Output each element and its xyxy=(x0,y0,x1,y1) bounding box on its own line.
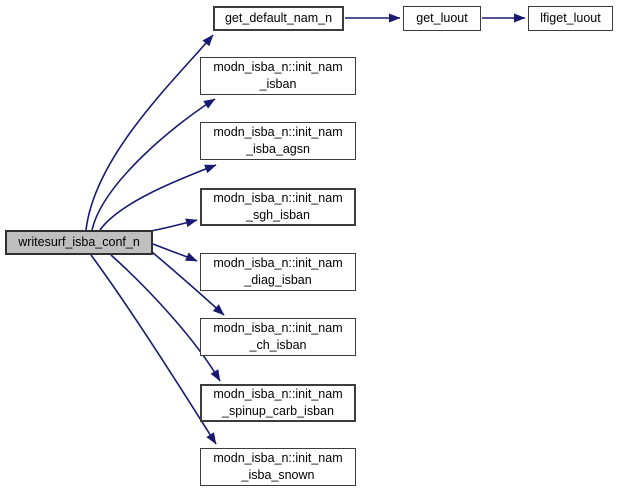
edge-root-to-get-default-nam-n xyxy=(85,34,214,231)
node-label-line1: modn_isba_n::init_nam xyxy=(213,321,343,335)
node-label-line2: _isba_agsn xyxy=(246,142,310,156)
node-label-line2: _spinup_carb_isban xyxy=(222,404,334,418)
node-label-line2: _diag_isban xyxy=(244,273,312,287)
node-init-nam-isba-snown[interactable]: modn_isba_n::init_nam _isba_snown xyxy=(200,448,356,486)
node-label-line2: _ch_isban xyxy=(249,338,307,352)
node-label: get_default_nam_n xyxy=(224,11,333,25)
node-init-nam-ch-isban[interactable]: modn_isba_n::init_nam _ch_isban xyxy=(200,318,356,356)
node-init-nam-isba-agsn[interactable]: modn_isba_n::init_nam _isba_agsn xyxy=(200,122,356,160)
edge-root-to-init-nam-diag-isban xyxy=(152,243,198,262)
node-get-luout[interactable]: get_luout xyxy=(403,6,481,31)
edge-root-to-init-nam-isban xyxy=(91,98,216,231)
node-label: lfiget_luout xyxy=(540,11,601,25)
node-init-nam-sgh-isban[interactable]: modn_isba_n::init_nam _sgh_isban xyxy=(200,188,356,226)
node-label-line1: modn_isba_n::init_nam xyxy=(213,256,343,270)
node-init-nam-diag-isban[interactable]: modn_isba_n::init_nam _diag_isban xyxy=(200,253,356,291)
node-label-line1: modn_isba_n::init_nam xyxy=(213,451,343,465)
edge-root-to-init-nam-spinup-carb-isban xyxy=(110,254,221,382)
edge-root-to-init-nam-isba-agsn xyxy=(99,164,217,231)
node-writesurf-isba-conf-n: writesurf_isba_conf_n xyxy=(5,230,153,255)
node-label: writesurf_isba_conf_n xyxy=(18,235,140,249)
node-label-line2: _sgh_isban xyxy=(246,208,310,222)
node-label-line1: modn_isba_n::init_nam xyxy=(213,60,343,74)
edge-root-to-init-nam-sgh-isban xyxy=(150,218,198,232)
node-label: get_luout xyxy=(416,11,468,25)
node-init-nam-isban[interactable]: modn_isba_n::init_nam _isban xyxy=(200,57,356,95)
node-label-line2: _isba_snown xyxy=(241,468,315,482)
node-label-line1: modn_isba_n::init_nam xyxy=(213,191,343,205)
node-label-line1: modn_isba_n::init_nam xyxy=(213,125,343,139)
edge-root-to-init-nam-ch-isban xyxy=(151,251,225,316)
node-init-nam-spinup-carb-isban[interactable]: modn_isba_n::init_nam _spinup_carb_isban xyxy=(200,384,356,422)
node-label-line2: _isban xyxy=(259,77,297,91)
node-label-line1: modn_isba_n::init_nam xyxy=(213,387,343,401)
node-lfiget-luout[interactable]: lfiget_luout xyxy=(528,6,613,31)
edge-root-to-init-nam-isba-snown xyxy=(90,254,217,445)
node-get-default-nam-n[interactable]: get_default_nam_n xyxy=(213,6,344,31)
